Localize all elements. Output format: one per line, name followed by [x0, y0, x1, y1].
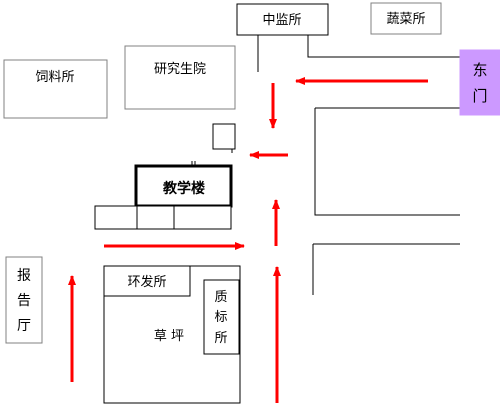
building-baogao: 报 告 厅	[5, 256, 43, 344]
lawn-compound: 环发所 质 标 所 草 坪	[103, 265, 241, 404]
annex-block	[136, 205, 175, 230]
road-outlines	[257, 35, 460, 295]
route-arrows	[68, 77, 428, 403]
label-caoping: 草 坪	[154, 329, 184, 344]
marker-line	[191, 161, 196, 165]
label-huanfa: 环发所	[127, 274, 166, 290]
building-zhongjian: 中监所	[236, 3, 329, 36]
label-yanjiusheng: 研究生院	[154, 62, 206, 77]
label-zhibiao-1: 质	[214, 290, 227, 305]
building-siliao: 饲料所	[3, 59, 108, 119]
label-baogao-2: 告	[17, 293, 31, 309]
road-edge	[314, 108, 460, 216]
east-gate: 东 门	[459, 49, 500, 116]
label-zhibiao-3: 所	[214, 331, 227, 346]
label-zhibiao-2: 标	[214, 310, 227, 325]
building-zhibiao	[203, 279, 240, 355]
label-dongmen-2: 门	[472, 87, 487, 105]
label-siliao: 饲料所	[35, 70, 74, 85]
building-jiaoxue: 教学楼	[134, 164, 233, 208]
annex-blocks	[94, 205, 232, 230]
small-building	[212, 123, 236, 150]
label-jiaoxue: 教学楼	[163, 180, 205, 197]
annex-block	[94, 205, 138, 230]
annex-block	[173, 205, 232, 230]
building-huanfa	[103, 265, 191, 297]
building-yanjiusheng: 研究生院	[124, 45, 236, 110]
label-baogao-3: 厅	[17, 318, 31, 334]
label-zhongjian: 中监所	[262, 13, 301, 28]
road-edge	[307, 35, 460, 58]
building-shucai: 蔬菜所	[370, 2, 442, 35]
small-structures	[191, 123, 236, 165]
label-shucai: 蔬菜所	[386, 12, 425, 27]
label-dongmen-1: 东	[472, 61, 487, 79]
label-baogao-1: 报	[17, 268, 31, 284]
